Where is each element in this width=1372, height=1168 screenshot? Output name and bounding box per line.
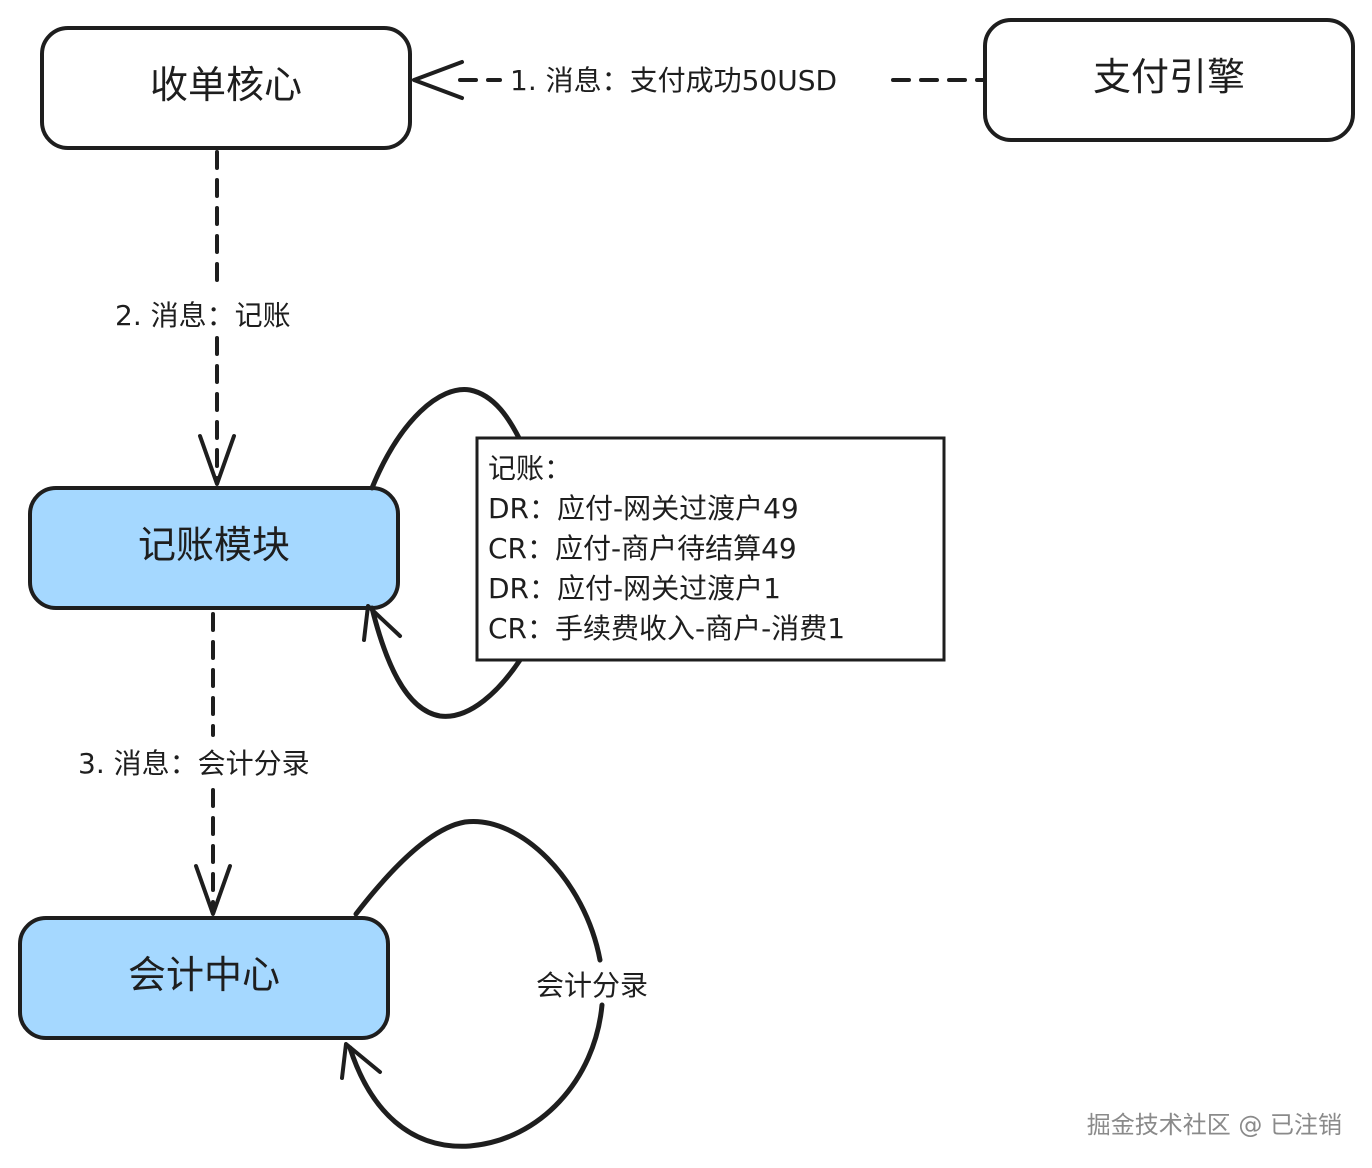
loop-accounting-center: 会计分录 [340, 819, 648, 1149]
edge-bookkeeping-message-label: 2. 消息：记账 [115, 299, 291, 332]
arrowhead-icon [412, 60, 464, 100]
note-line-2: DR：应付-网关过渡户49 [488, 492, 799, 525]
node-payment-engine[interactable]: 支付引擎 [983, 18, 1355, 142]
note-line-4: DR：应付-网关过渡户1 [488, 572, 781, 605]
edge-bookkeeping-message: 2. 消息：记账 [115, 150, 291, 486]
bookkeeping-note: 记账： DR：应付-网关过渡户49 CR：应付-商户待结算49 DR：应付-网关… [475, 436, 946, 662]
node-bookkeeping-label: 记账模块 [138, 523, 290, 567]
node-bookkeeping[interactable]: 记账模块 [28, 486, 400, 610]
edge-accounting-entry-message-label: 3. 消息：会计分录 [78, 747, 310, 780]
edge-payment-success-label: 1. 消息：支付成功50USD [510, 64, 837, 97]
note-line-3: CR：应付-商户待结算49 [488, 532, 797, 565]
edge-payment-success: 1. 消息：支付成功50USD [412, 60, 985, 100]
arrowhead-icon [362, 604, 402, 642]
note-line-1: 记账： [488, 452, 572, 485]
node-accounting-center[interactable]: 会计中心 [18, 916, 390, 1040]
arrowhead-icon [194, 864, 232, 916]
watermark: 掘金技术社区 @ 已注销 [1086, 1111, 1342, 1139]
arrowhead-icon [340, 1042, 382, 1080]
edge-accounting-entry-message: 3. 消息：会计分录 [78, 612, 310, 916]
node-order-core[interactable]: 收单核心 [40, 26, 412, 150]
note-line-5: CR：手续费收入-商户-消费1 [488, 612, 845, 645]
loop-bookkeeping [362, 387, 523, 719]
loop-accounting-center-label: 会计分录 [536, 969, 648, 1002]
node-order-core-label: 收单核心 [150, 63, 302, 107]
arrowhead-icon [198, 434, 236, 486]
node-accounting-center-label: 会计中心 [128, 953, 280, 997]
node-payment-engine-label: 支付引擎 [1093, 55, 1245, 99]
